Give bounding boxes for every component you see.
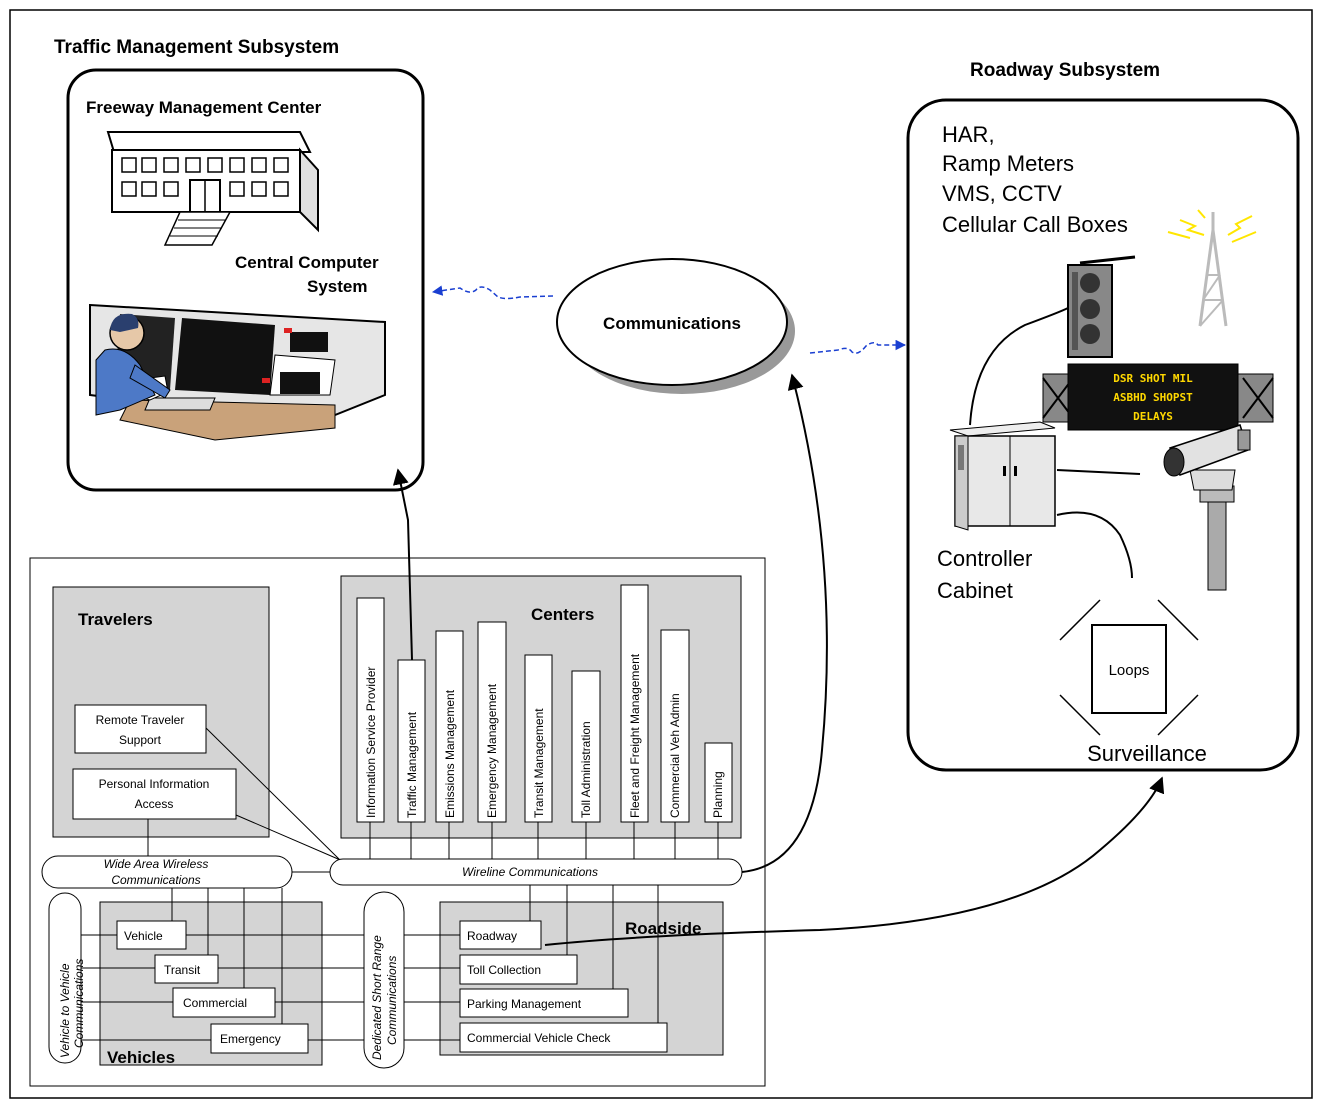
cabinet-to-loops-wire [1056, 511, 1133, 579]
roadside-label: Roadside [625, 919, 702, 938]
cvc-label: Commercial Vehicle Check [467, 1031, 611, 1045]
outer-frame [9, 9, 1313, 1099]
center-label: Toll Administration [579, 721, 593, 818]
vehicles-label: Vehicles [107, 1048, 175, 1067]
loops-label: Loops [1109, 662, 1150, 679]
vms-sign-icon: DSR SHOT MIL ASBHD SHOPST DELAYS [1042, 363, 1274, 431]
center-label: Commercial Veh Admin [668, 693, 682, 818]
vehicle-label: Vehicle [124, 929, 163, 943]
roadway-list-item: VMS, CCTV [942, 181, 1062, 206]
building-icon [106, 131, 319, 246]
v2v-line1: Vehicle to Vehicle [58, 963, 72, 1058]
travelers-label: Travelers [78, 610, 153, 629]
center-box-toll [571, 670, 601, 823]
vms-line: DELAYS [1133, 410, 1173, 423]
dsrc-line1: Dedicated Short Range [370, 935, 384, 1060]
personal-info-access-box [72, 768, 237, 820]
center-box-cva [660, 629, 690, 823]
commercial-label: Commercial [183, 996, 247, 1010]
roadway-label: Roadway [467, 929, 517, 943]
traffic-signal-icon [1067, 255, 1136, 358]
vehicle-to-vehicle-bus [48, 892, 82, 1064]
wireline-label: Wireline Communications [462, 865, 598, 879]
personal-info-line1: Personal Information [99, 777, 210, 791]
center-box-fleet [620, 584, 649, 823]
dsrc-bus [363, 891, 405, 1069]
center-label: Traffic Management [405, 711, 419, 818]
center-label: Emissions Management [443, 689, 457, 818]
ccs-label-line1: Central Computer [235, 253, 379, 272]
vms-line: DSR SHOT MIL [1113, 372, 1193, 385]
controller-cabinet-icon [949, 421, 1056, 531]
dsrc-line2: Communications [385, 956, 399, 1045]
transit-box [154, 954, 219, 984]
v2v-line2: Communications [72, 959, 86, 1048]
transit-label: Transit [164, 963, 201, 977]
cabinet-label-line1: Controller [937, 546, 1032, 571]
loops-icon [1059, 599, 1199, 736]
communications-ellipse [556, 258, 788, 386]
center-box-emergency [477, 621, 507, 823]
roadway-list-item: Ramp Meters [942, 151, 1074, 176]
surveillance-label: Surveillance [1087, 741, 1207, 766]
roadway-panel [906, 98, 1300, 772]
center-box-emissions [435, 630, 464, 823]
radio-tower-icon [1167, 209, 1257, 327]
center-boxes [356, 584, 733, 823]
center-box-traffic [397, 659, 426, 823]
tms-title: Traffic Management Subsystem [54, 37, 339, 58]
roadway-list-item: HAR, [942, 122, 995, 147]
emergency-label: Emergency [220, 1032, 281, 1046]
roadway-to-surveillance-arrow [544, 776, 1165, 946]
center-label: Planning [711, 771, 725, 818]
communications-label: Communications [603, 314, 741, 333]
operator-console-icon [89, 303, 386, 441]
emergency-box [210, 1023, 309, 1054]
roadway-box [459, 920, 542, 950]
wide-area-line2: Communications [111, 873, 200, 887]
parking-management-box [459, 988, 629, 1018]
vms-line: ASBHD SHOPST [1113, 391, 1193, 404]
center-connectors [369, 822, 719, 859]
roadway-list-item: Cellular Call Boxes [942, 212, 1128, 237]
cabinet-label-line2: Cabinet [937, 578, 1013, 603]
toll-collection-label: Toll Collection [467, 963, 541, 977]
center-label: Fleet and Freight Management [628, 653, 642, 818]
centers-label: Centers [531, 605, 594, 624]
center-label: Emergency Management [485, 683, 499, 818]
commercial-vehicle-check-box [459, 1022, 668, 1053]
cabinet-to-signal-wire [969, 307, 1069, 426]
ccs-label-line2: System [307, 277, 367, 296]
cabinet-to-camera-wire [1056, 469, 1141, 475]
center-label: Transit Management [532, 708, 546, 818]
remote-traveler-line1: Remote Traveler [96, 713, 185, 727]
wireline-to-communications-arrow [741, 373, 828, 873]
personal-info-line2: Access [135, 797, 174, 811]
comm-to-tms-link [431, 285, 554, 300]
remote-traveler-line2: Support [119, 733, 162, 747]
traffic-mgmt-to-tms-arrow [392, 468, 413, 661]
parking-management-label: Parking Management [467, 997, 582, 1011]
remote-traveler-support-box [74, 704, 207, 754]
center-label: Information Service Provider [364, 667, 378, 818]
wide-area-line1: Wide Area Wireless [104, 857, 209, 871]
vehicle-connectors [80, 888, 364, 1041]
roadway-title: Roadway Subsystem [970, 60, 1160, 81]
fmc-label: Freeway Management Center [86, 98, 322, 117]
comm-to-roadway-link [809, 339, 907, 354]
toll-collection-box [459, 954, 578, 985]
traveler-connectors [147, 727, 346, 863]
cctv-camera-icon [1163, 424, 1251, 591]
